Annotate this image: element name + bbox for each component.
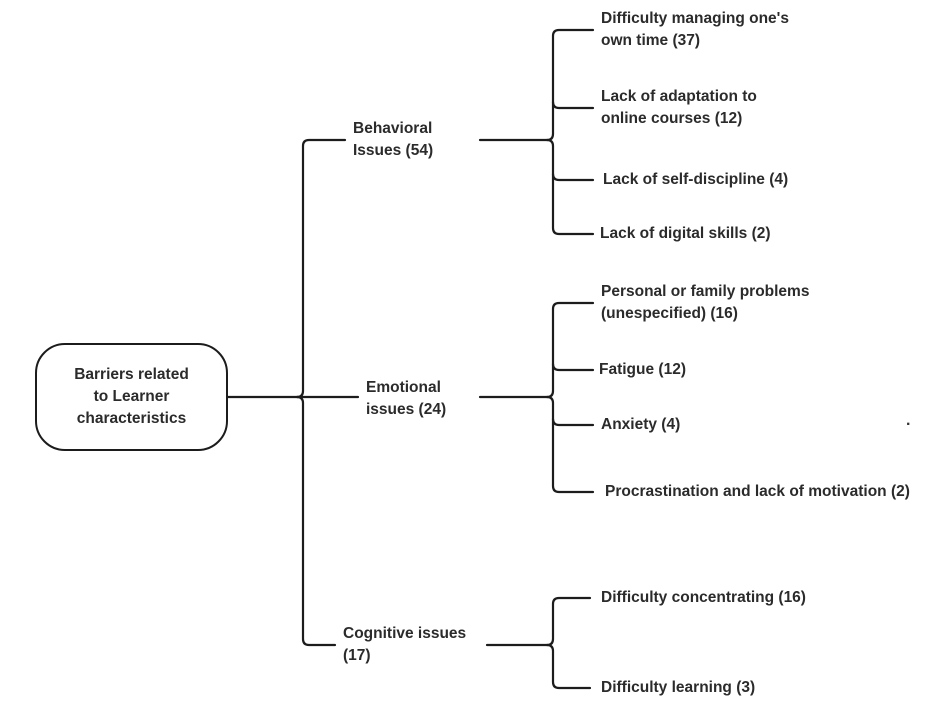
connector-behavioral-leaf-4: [545, 138, 595, 236]
leaf-line: Personal or family problems: [601, 283, 810, 300]
cognitive-bracket: [485, 596, 592, 690]
connector-behavioral-leaf-3: [551, 172, 595, 182]
leaf-line: Difficulty concentrating (16): [601, 589, 806, 606]
branch-cognitive-line-1: Cognitive issues: [343, 625, 467, 642]
leaf-line: Anxiety (4): [601, 416, 681, 433]
leaf-label-lack-of-self-discipline: Lack of self-discipline (4): [603, 169, 788, 191]
leaf-line: Lack of adaptation to: [601, 88, 757, 105]
leaf-line: Fatigue (12): [599, 361, 686, 378]
leaf-label-fatigue: Fatigue (12): [599, 359, 686, 381]
branch-label-behavioral-issues: Behavioral Issues (54): [353, 118, 433, 162]
connector-cognitive-leaf-2: [545, 643, 592, 690]
branch-label-cognitive-issues: Cognitive issues (17): [343, 623, 466, 667]
connector-root-to-behavioral: [295, 138, 347, 399]
root-connectors: [226, 138, 360, 647]
connector-emotional-leaf-2: [551, 362, 595, 372]
leaf-line: Procrastination and lack of motivation (…: [605, 483, 910, 500]
branch-emotional-line-1: Emotional: [366, 379, 441, 396]
branch-cognitive-line-2: (17): [343, 647, 371, 664]
root-line-2: to Learner: [93, 388, 170, 405]
connector-behavioral-leaf-1: [545, 28, 595, 142]
leaf-line: Lack of self-discipline (4): [603, 171, 789, 188]
leaf-line: Lack of digital skills (2): [600, 225, 771, 242]
branch-behavioral-line-1: Behavioral: [353, 120, 433, 137]
root-line-3: characteristics: [76, 410, 187, 427]
behavioral-bracket: [478, 28, 595, 236]
branch-behavioral-line-2: Issues (54): [353, 142, 434, 159]
leaf-label-lack-of-adaptation: Lack of adaptation to online courses (12…: [601, 86, 757, 130]
connector-emotional-leaf-4: [545, 395, 595, 494]
stray-dot-mark: .: [906, 412, 911, 429]
connector-behavioral-leaf-2: [551, 100, 595, 110]
root-node-label: Barriers related to Learner characterist…: [74, 364, 189, 430]
leaf-label-lack-of-digital-skills: Lack of digital skills (2): [600, 223, 771, 245]
leaf-line: (unespecified) (16): [601, 305, 738, 322]
leaf-line: online courses (12): [601, 110, 743, 127]
branch-label-emotional-issues: Emotional issues (24): [366, 377, 446, 421]
connector-emotional-leaf-1: [545, 301, 595, 399]
root-node: Barriers related to Learner characterist…: [35, 343, 228, 451]
leaf-line: Difficulty learning (3): [601, 679, 756, 696]
leaf-line: own time (37): [601, 32, 701, 49]
leaf-label-difficulty-learning: Difficulty learning (3): [601, 677, 755, 699]
leaf-label-difficulty-concentrating: Difficulty concentrating (16): [601, 587, 806, 609]
leaf-label-procrastination: Procrastination and lack of motivation (…: [605, 481, 910, 503]
leaf-label-difficulty-managing-time: Difficulty managing one's own time (37): [601, 8, 789, 52]
emotional-bracket: [478, 301, 595, 494]
leaf-line: Difficulty managing one's: [601, 10, 789, 27]
connector-cognitive-leaf-1: [545, 596, 592, 647]
root-line-1: Barriers related: [74, 366, 189, 383]
leaf-label-anxiety: Anxiety (4): [601, 414, 680, 436]
connector-emotional-leaf-3: [551, 417, 595, 427]
branch-emotional-line-2: issues (24): [366, 401, 447, 418]
leaf-label-personal-family-problems: Personal or family problems (unespecifie…: [601, 281, 809, 325]
connector-root-to-cognitive: [295, 395, 337, 647]
